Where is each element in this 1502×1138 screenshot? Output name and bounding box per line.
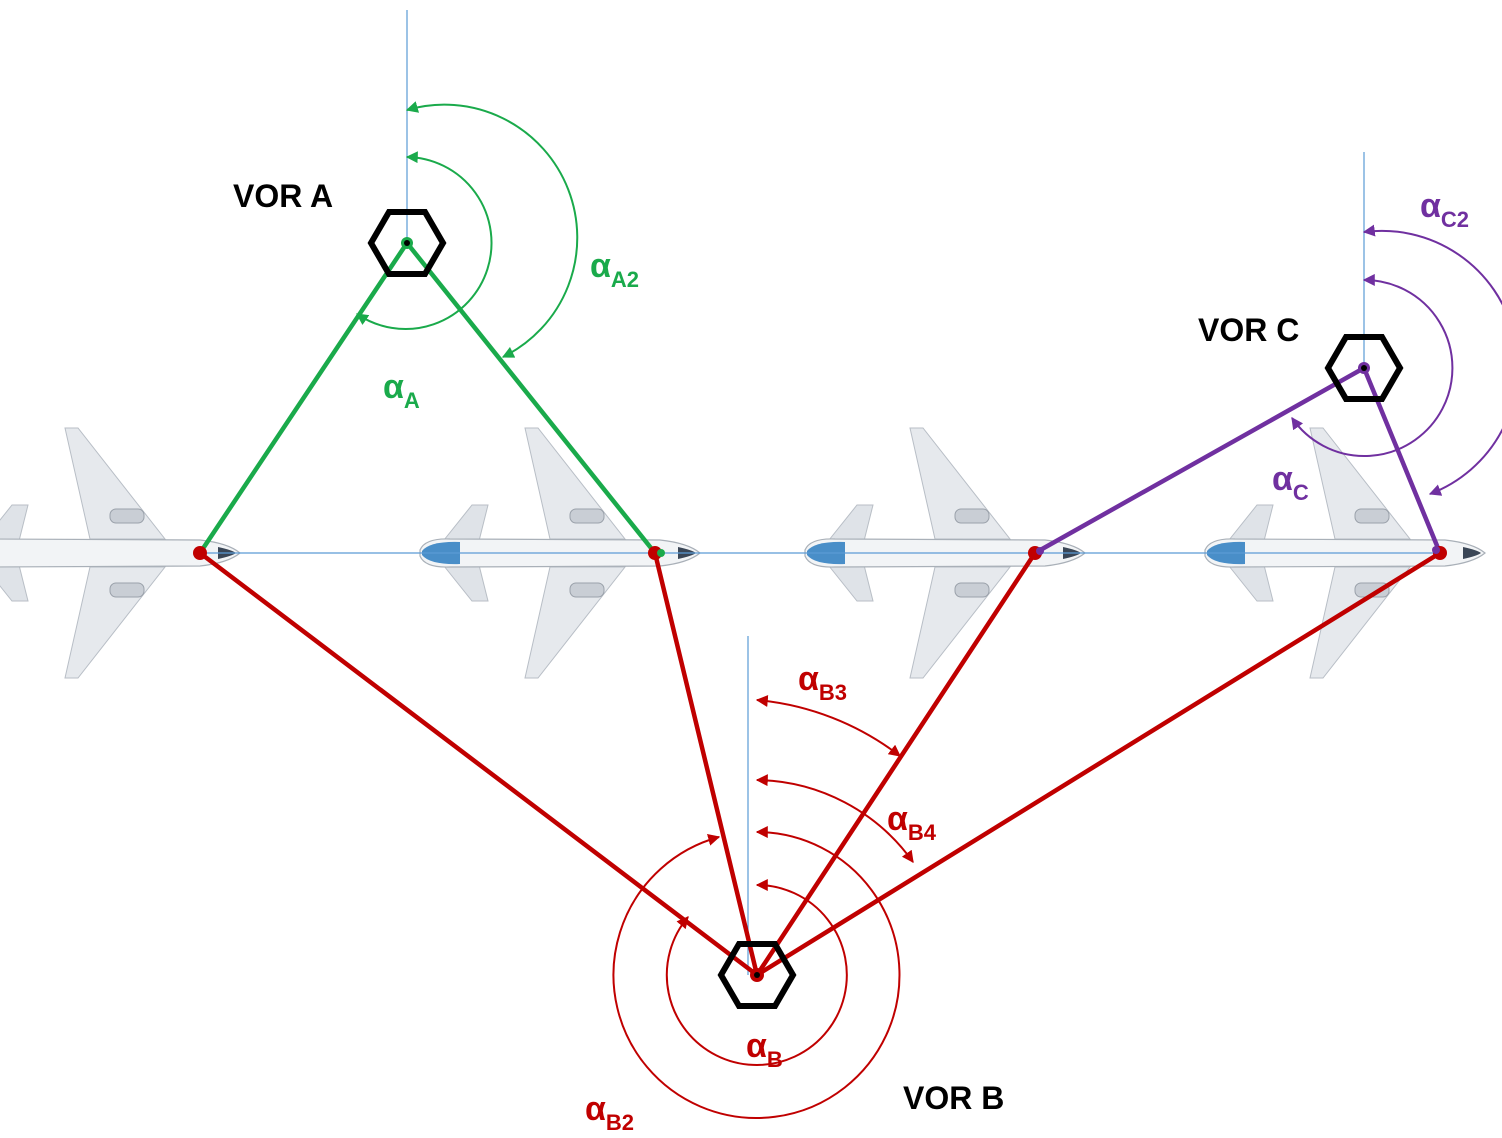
- radial-b-1: [197, 550, 760, 978]
- vor-b-radials: [197, 550, 1443, 978]
- angle-label-a2: αA2: [590, 247, 639, 292]
- angle-arc-b3: [755, 695, 901, 757]
- angle-label-c2: αC2: [1420, 187, 1469, 232]
- angle-label-b: αB: [746, 1027, 783, 1072]
- vor-hexagon-icon: [367, 209, 447, 277]
- vor-a-label: VOR A: [233, 178, 333, 214]
- radial-a-1: [197, 240, 410, 556]
- radial-b-3: [754, 550, 1038, 978]
- vor-b-label: VOR B: [903, 1080, 1004, 1116]
- aircraft-position-dot: [648, 546, 662, 560]
- radial-c-1: [1032, 365, 1367, 556]
- angle-arc-a: [356, 151, 493, 330]
- vor-c-label: VOR C: [1198, 312, 1299, 348]
- angle-label-a: αA: [383, 368, 420, 413]
- aircraft-position-dot: [193, 546, 207, 560]
- angle-arc-a2: [405, 101, 579, 358]
- vor-hexagon-icon: [1324, 334, 1404, 402]
- angle-label-b4: αB4: [887, 800, 937, 845]
- angle-label-c: αC: [1272, 460, 1309, 505]
- angle-arc-b: [665, 879, 848, 1066]
- angle-arc-b2: [612, 826, 901, 1119]
- vor-hexagon-icon: [717, 941, 797, 1009]
- angle-label-b2: αB2: [585, 1090, 634, 1135]
- angle-arc-c2: [1362, 224, 1502, 496]
- angle-arc-b4: [755, 774, 914, 863]
- angle-label-b3: αB3: [798, 660, 847, 705]
- radial-b-4: [754, 550, 1443, 978]
